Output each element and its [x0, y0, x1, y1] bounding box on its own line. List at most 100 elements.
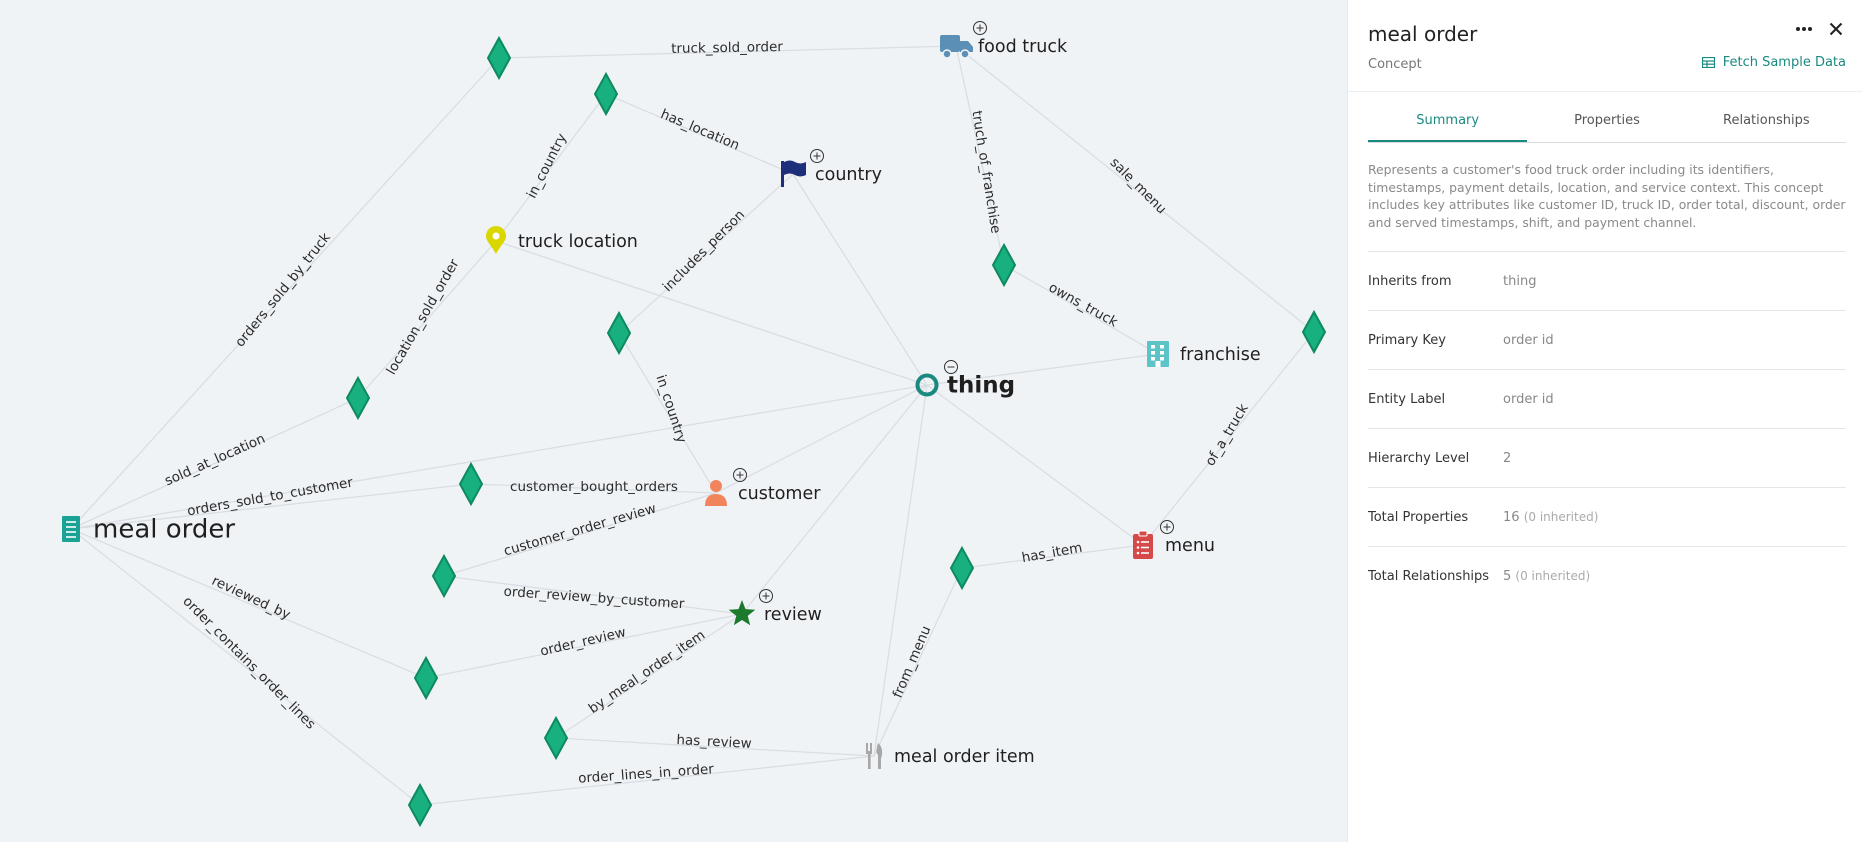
relationship-node[interactable]: [949, 545, 975, 591]
relationship-label: has_review: [676, 732, 752, 752]
node-thing[interactable]: thing: [915, 360, 1016, 399]
relationship-node[interactable]: [543, 715, 569, 761]
edge: [926, 353, 1159, 386]
relationship-node[interactable]: [606, 310, 632, 356]
relationship-label: sale_menu: [1107, 155, 1170, 218]
tab-relationships[interactable]: Relationships: [1723, 113, 1810, 128]
node-menu[interactable]: menu: [1133, 520, 1215, 560]
expand-icon[interactable]: [733, 468, 747, 482]
relationship-label: order_lines_in_order: [578, 761, 715, 786]
relationship-label: of_a_truck: [1202, 401, 1252, 469]
node-customer[interactable]: customer: [705, 468, 821, 507]
prop-primary-key: Primary Key order id: [1368, 310, 1846, 369]
prop-total-relationships: Total Relationships 5 (0 inherited): [1368, 546, 1846, 605]
relationship-label: order_contains_order_lines: [179, 593, 318, 732]
relationship-label: sold_at_location: [162, 431, 267, 490]
clipboard-icon: [1133, 530, 1153, 559]
relationship-node[interactable]: [413, 655, 439, 701]
relationship-node[interactable]: [407, 782, 433, 828]
edge: [443, 492, 717, 577]
star-icon: [728, 600, 756, 626]
panel-actions: [1793, 18, 1847, 40]
panel-title: meal order: [1368, 22, 1478, 46]
edge: [70, 397, 359, 530]
edge: [470, 483, 717, 494]
relationship-node[interactable]: [486, 35, 512, 81]
relationship-node[interactable]: [345, 375, 371, 421]
panel-divider: [1348, 91, 1862, 92]
expand-icon[interactable]: [759, 589, 773, 603]
relationship-node[interactable]: [991, 242, 1017, 288]
relationship-node[interactable]: [431, 553, 457, 599]
node-label: truck location: [518, 232, 638, 252]
prop-value-main: 5: [1503, 568, 1512, 584]
tab-summary[interactable]: Summary: [1368, 102, 1528, 142]
edge: [873, 567, 963, 757]
ellipsis-icon[interactable]: [1793, 18, 1815, 40]
edge: [70, 483, 472, 530]
fetch-label: Fetch Sample Data: [1722, 55, 1846, 70]
edge: [961, 544, 1144, 569]
prop-total-properties: Total Properties 16 (0 inherited): [1368, 487, 1846, 546]
prop-entity-label: Entity Label order id: [1368, 369, 1846, 428]
prop-hierarchy-level: Hierarchy Level 2: [1368, 428, 1846, 487]
edge: [741, 384, 928, 615]
panel-subtitle: Concept: [1368, 57, 1422, 72]
prop-value: thing: [1503, 273, 1537, 289]
edge: [555, 737, 875, 757]
edge: [419, 755, 875, 806]
prop-value-main: 16: [1503, 509, 1520, 525]
node-label: thing: [947, 373, 1015, 399]
relationship-label: customer_order_review: [502, 501, 658, 560]
edge: [605, 93, 794, 175]
node-country[interactable]: country: [781, 149, 882, 188]
relationship-label: from_menu: [890, 624, 935, 701]
close-icon[interactable]: [1825, 18, 1847, 40]
prop-value: 16 (0 inherited): [1503, 510, 1598, 525]
fetch-sample-data-button[interactable]: Fetch Sample Data: [1701, 55, 1846, 70]
edge: [357, 240, 497, 399]
relationship-node[interactable]: [1301, 309, 1327, 355]
relationship-node[interactable]: [593, 71, 619, 117]
node-label: review: [764, 605, 822, 625]
tab-properties[interactable]: Properties: [1574, 113, 1640, 128]
node-truck-location[interactable]: truck location: [486, 226, 638, 254]
edge: [792, 173, 928, 386]
edge: [926, 384, 1144, 546]
relationship-label: truch_of_franchise: [968, 109, 1003, 234]
node-food-truck[interactable]: food truck: [940, 21, 1068, 59]
relationship-label: location_sold_order: [383, 256, 462, 378]
relationship-label: customer_bought_orders: [510, 479, 678, 495]
prop-value-note: (0 inherited): [1515, 568, 1591, 583]
node-meal-order-item[interactable]: meal order item: [866, 743, 1035, 769]
prop-value: order id: [1503, 391, 1554, 407]
relationship-label: owns_truck: [1046, 280, 1121, 331]
map-pin-icon: [486, 226, 506, 254]
prop-key: Hierarchy Level: [1368, 450, 1470, 466]
relationship-node[interactable]: [458, 461, 484, 507]
expand-icon[interactable]: [973, 21, 987, 35]
node-meal-order[interactable]: meal order: [62, 515, 235, 545]
edge: [443, 575, 743, 615]
prop-value: order id: [1503, 332, 1554, 348]
edge: [70, 384, 928, 530]
node-review[interactable]: review: [728, 589, 822, 626]
collapse-icon[interactable]: [944, 360, 958, 374]
node-franchise[interactable]: franchise: [1147, 341, 1261, 367]
utensils-icon: [866, 743, 883, 769]
edge: [495, 93, 607, 242]
relationship-label: has_location: [658, 106, 742, 154]
expand-icon[interactable]: [1160, 520, 1174, 534]
node-label: menu: [1165, 536, 1215, 556]
edge: [955, 45, 1005, 266]
prop-value: 2: [1503, 450, 1512, 466]
person-icon: [705, 480, 727, 506]
edge: [618, 332, 717, 494]
receipt-icon: [62, 516, 80, 542]
expand-icon[interactable]: [810, 149, 824, 163]
relationship-label: in_country: [652, 373, 689, 445]
details-panel: meal order Concept Fetch Sample Data Sum…: [1347, 0, 1862, 842]
prop-key: Inherits from: [1368, 273, 1452, 289]
